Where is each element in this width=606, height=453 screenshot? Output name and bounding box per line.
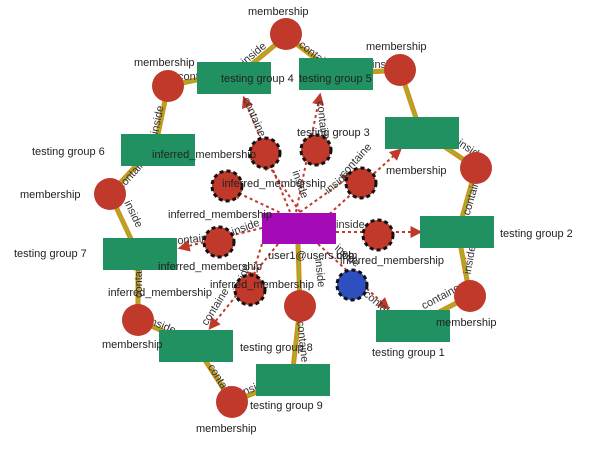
membership-node[interactable]	[122, 304, 154, 336]
group-node-8[interactable]	[159, 330, 233, 362]
inferred-label: inferred_membership	[168, 209, 272, 221]
membership-node[interactable]	[216, 386, 248, 418]
group-label-5: testing group 5	[299, 73, 372, 85]
dashed-edge	[247, 243, 263, 285]
user-label: user1@users.com	[268, 250, 357, 262]
edge-label-contains: containe	[314, 100, 330, 143]
membership-node[interactable]	[284, 290, 316, 322]
edge-label-contains: containe	[294, 320, 310, 363]
group-label-6: testing group 6	[32, 146, 105, 158]
membership-label: membership	[134, 57, 195, 69]
group-nodes	[103, 58, 494, 396]
edge-label-inside: inside	[149, 105, 167, 136]
membership-label: membership	[102, 339, 163, 351]
membership-label: membership	[386, 165, 447, 177]
group-node-1[interactable]	[376, 310, 450, 342]
inferred-node[interactable]	[233, 273, 267, 307]
membership-label: membership	[436, 317, 497, 329]
membership-label: membership	[248, 6, 309, 18]
group-label-4: testing group 4	[221, 73, 294, 85]
dashed-edge	[295, 92, 324, 213]
inferred-label: inferred_membership	[108, 287, 212, 299]
inferred-label: inferred_membership	[210, 279, 314, 291]
inferred-node[interactable]	[361, 218, 395, 252]
inferred-node[interactable]	[299, 133, 333, 167]
dashed-edge	[263, 158, 301, 213]
group-label-8: testing group 8	[240, 342, 313, 354]
group-node-9[interactable]	[256, 364, 330, 396]
inferred-label: inferred_membership	[340, 255, 444, 267]
group-node-2[interactable]	[420, 216, 494, 248]
edge-label-inside: inside	[462, 245, 479, 275]
membership-node[interactable]	[152, 70, 184, 102]
group-label-1: testing group 1	[372, 347, 445, 359]
dashed-edge	[317, 243, 390, 310]
membership-node[interactable]	[94, 178, 126, 210]
inferred-node[interactable]	[210, 169, 244, 203]
membership-node[interactable]	[454, 280, 486, 312]
edge-label-inside: inside	[336, 219, 365, 231]
group-label-3: testing group 3	[297, 127, 370, 139]
inferred-nodes	[202, 133, 395, 307]
group-node-3b[interactable]	[385, 117, 459, 149]
inferred-node-selected[interactable]	[335, 268, 369, 302]
group-node-5[interactable]	[299, 58, 373, 90]
group-label-9: testing group 9	[250, 400, 323, 412]
user-node[interactable]	[262, 213, 336, 244]
membership-node[interactable]	[270, 18, 302, 50]
node-labels: membership membership membership members…	[14, 6, 573, 435]
membership-label: membership	[366, 41, 427, 53]
inferred-label: inferred_membership	[222, 178, 326, 190]
inferred-node[interactable]	[202, 225, 236, 259]
inferred-node[interactable]	[248, 136, 282, 170]
inferred-node[interactable]	[344, 166, 378, 200]
group-node-4[interactable]	[197, 62, 271, 94]
membership-node[interactable]	[384, 54, 416, 86]
inferred-label: inferred_membership	[152, 149, 256, 161]
group-node-6[interactable]	[121, 134, 195, 166]
membership-label: membership	[20, 189, 81, 201]
edge-label-inside: inside	[312, 258, 327, 288]
membership-label: membership	[196, 423, 257, 435]
edge-label-contains: containe	[240, 96, 268, 139]
group-node-7[interactable]	[103, 238, 177, 270]
membership-nodes	[94, 18, 492, 418]
group-label-2: testing group 2	[500, 228, 573, 240]
dashed-edge	[299, 173, 354, 213]
group-label-7: testing group 7	[14, 248, 87, 260]
inferred-label: inferred_membership	[158, 261, 262, 273]
user-extra-label: bbb	[336, 250, 354, 262]
membership-node[interactable]	[460, 152, 492, 184]
